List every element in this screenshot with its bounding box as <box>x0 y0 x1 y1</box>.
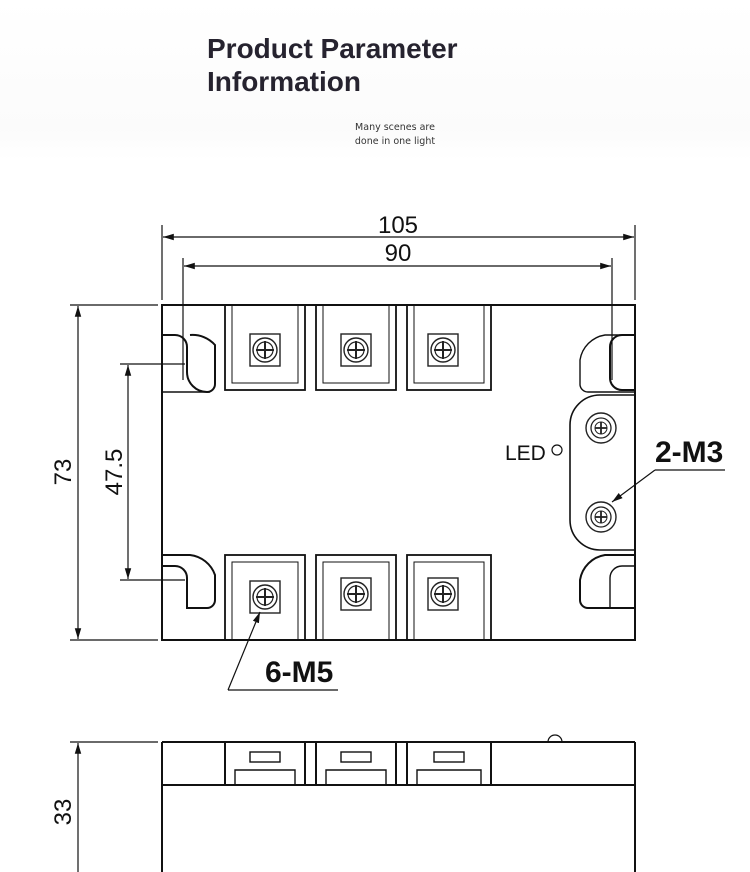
terminal-screw-icon <box>427 333 459 367</box>
page-subtitle: Many scenes are done in one light <box>354 122 436 147</box>
header-band <box>0 0 750 160</box>
terminal-screws-label: 6-M5 <box>265 656 333 689</box>
module-side-view <box>161 734 636 872</box>
terminal-row-bottom <box>224 554 492 641</box>
control-screw-icon <box>585 501 617 533</box>
dim-overall-height: 73 <box>50 459 77 486</box>
terminal-row-top <box>224 304 492 391</box>
dim-overall-width: 105 <box>378 212 418 239</box>
terminal-screw-icon <box>340 577 372 611</box>
module-top-view <box>161 304 636 641</box>
page-title: Product Parameter Information <box>207 33 458 97</box>
terminal-screw-icon <box>340 333 372 367</box>
led-indicator-icon <box>551 444 563 456</box>
dim-mount-height: 47.5 <box>101 449 128 496</box>
control-screws-label: 2-M3 <box>655 436 723 469</box>
terminal-screw-icon <box>249 580 281 614</box>
terminal-screw-icon <box>249 333 281 367</box>
dim-thickness: 33 <box>50 799 77 826</box>
led-label: LED <box>505 442 546 465</box>
terminal-screw-icon <box>427 577 459 611</box>
dim-mount-spacing: 90 <box>385 240 412 267</box>
control-screw-icon <box>585 412 617 444</box>
